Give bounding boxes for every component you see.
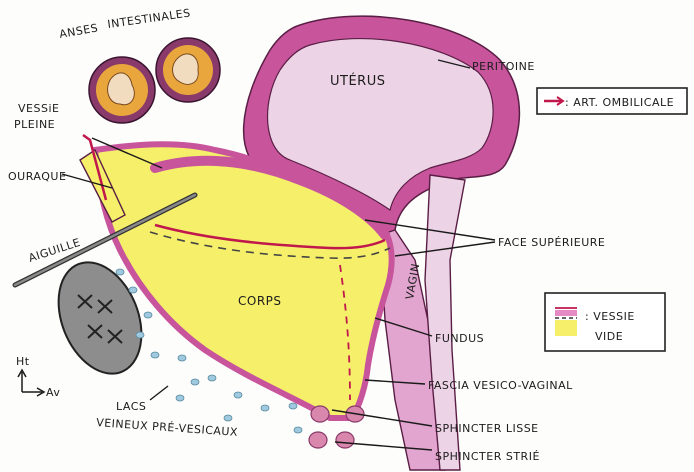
label-orientation-av: Av	[46, 386, 60, 399]
label-aiguille: AIGUILLE	[27, 236, 82, 265]
label-orientation-ht: Ht	[16, 355, 30, 368]
label-corps: CORPS	[238, 294, 282, 308]
legend-empty-label-2: VIDE	[595, 330, 623, 343]
label-face-superieure: FACE SUPÉRIEURE	[498, 236, 605, 249]
label-uterus: UTÉRUS	[330, 73, 385, 89]
label-lacs-2: VEINEUX PRÉ-VESICAUX	[96, 416, 239, 439]
intestinal-loops	[89, 38, 220, 123]
label-fundus: FUNDUS	[435, 332, 484, 345]
label-sphincter-lisse: SPHINCTER LISSE	[435, 422, 539, 435]
label-lacs-1: LACS	[116, 400, 146, 413]
label-peritoine: PERITOINE	[472, 60, 535, 73]
label-intestinales: INTESTINALES	[107, 6, 192, 31]
label-vessie-pleine-1: VESSiE	[18, 102, 59, 115]
legend-artery: : ART. OMBILICALE	[537, 88, 687, 114]
legend-artery-label: : ART. OMBILICALE	[565, 96, 674, 109]
label-vessie-pleine-2: PLEINE	[14, 118, 55, 131]
label-sphincter-strie: SPHINCTER STRIÉ	[435, 450, 540, 463]
legend-empty-label-1: : VESSIE	[585, 310, 635, 323]
orientation-arrows	[18, 370, 44, 396]
label-ouraque: OURAQUE	[8, 170, 66, 183]
legend-empty-bladder: : VESSIE VIDE	[545, 293, 665, 351]
label-fascia: FASCIA VESICO-VAGINAL	[428, 379, 573, 392]
label-anses: ANSES	[58, 21, 99, 41]
